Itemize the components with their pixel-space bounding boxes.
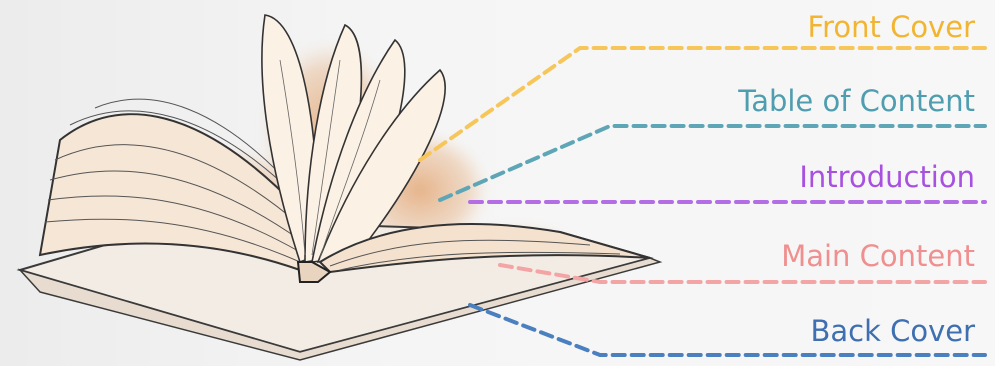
front-cover-label: Front Cover <box>808 10 976 44</box>
back-cover-label: Back Cover <box>810 314 975 348</box>
open-book-sketch-icon <box>20 15 660 360</box>
table-of-content-label: Table of Content <box>738 84 975 118</box>
introduction-label: Introduction <box>799 160 975 194</box>
main-content-label: Main Content <box>781 239 975 273</box>
